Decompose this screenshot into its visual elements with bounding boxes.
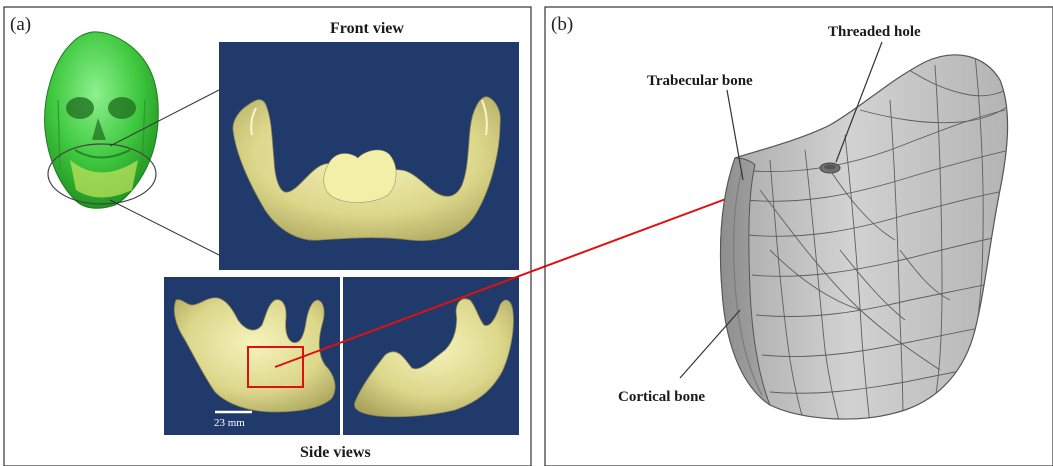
cortical-bone-label: Cortical bone: [618, 389, 705, 405]
panel-a-label: (a): [10, 14, 31, 35]
panel-b-label: (b): [551, 14, 573, 35]
scale-bar-label: 23 mm: [214, 417, 245, 429]
front-view-title: Front view: [330, 20, 404, 37]
threaded-hole-label: Threaded hole: [828, 24, 921, 40]
bone-mesh-model: [721, 55, 1012, 425]
trabecular-bone-label: Trabecular bone: [647, 73, 753, 89]
side-views-title: Side views: [300, 444, 371, 461]
skull-model: [45, 32, 159, 208]
zoom-line-bottom: [110, 200, 219, 255]
